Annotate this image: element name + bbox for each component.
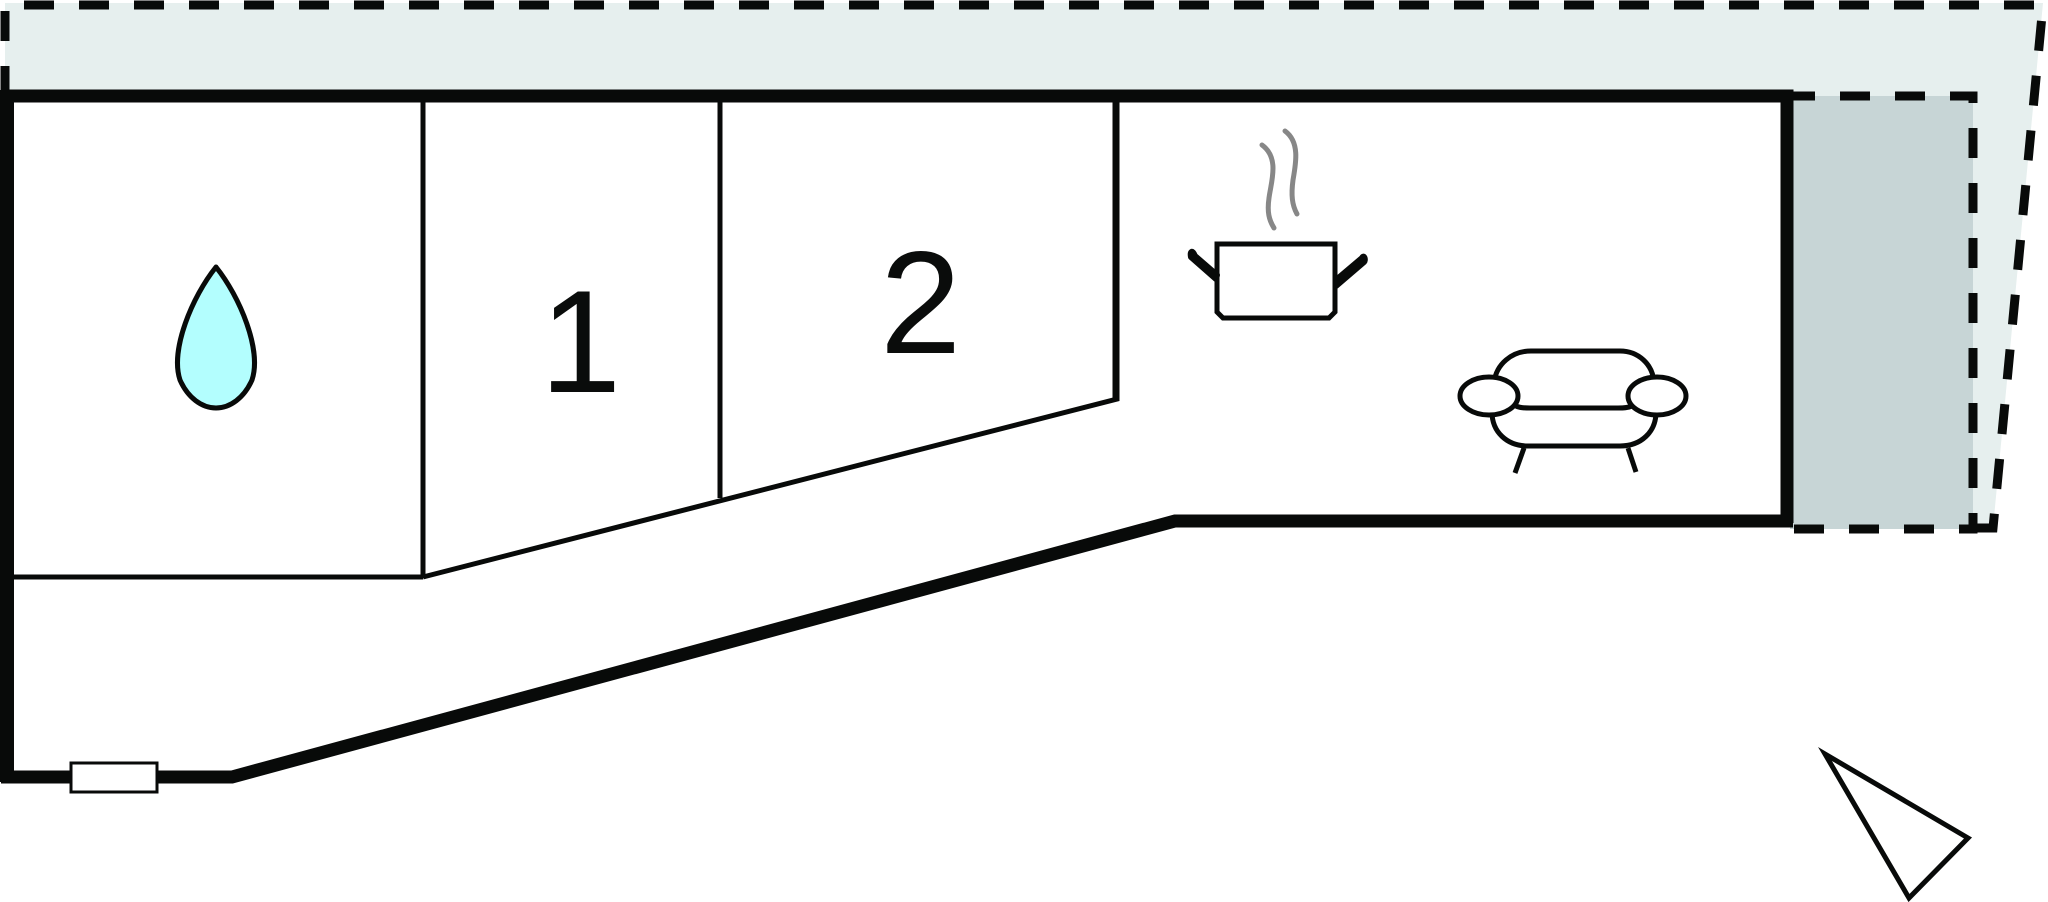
outer-walls <box>0 89 1794 784</box>
room-1-label: 1 <box>540 260 621 423</box>
terrace <box>0 0 2048 533</box>
balcony <box>1785 91 1978 534</box>
water-drop-icon <box>175 264 257 411</box>
room-2-label: 2 <box>880 221 961 384</box>
north-arrow-icon <box>1818 747 1973 902</box>
cooking-pot-icon <box>1187 128 1368 321</box>
interior-walls <box>10 100 1120 580</box>
sofa-icon <box>1457 348 1689 474</box>
entrance-door-icon <box>69 761 159 794</box>
